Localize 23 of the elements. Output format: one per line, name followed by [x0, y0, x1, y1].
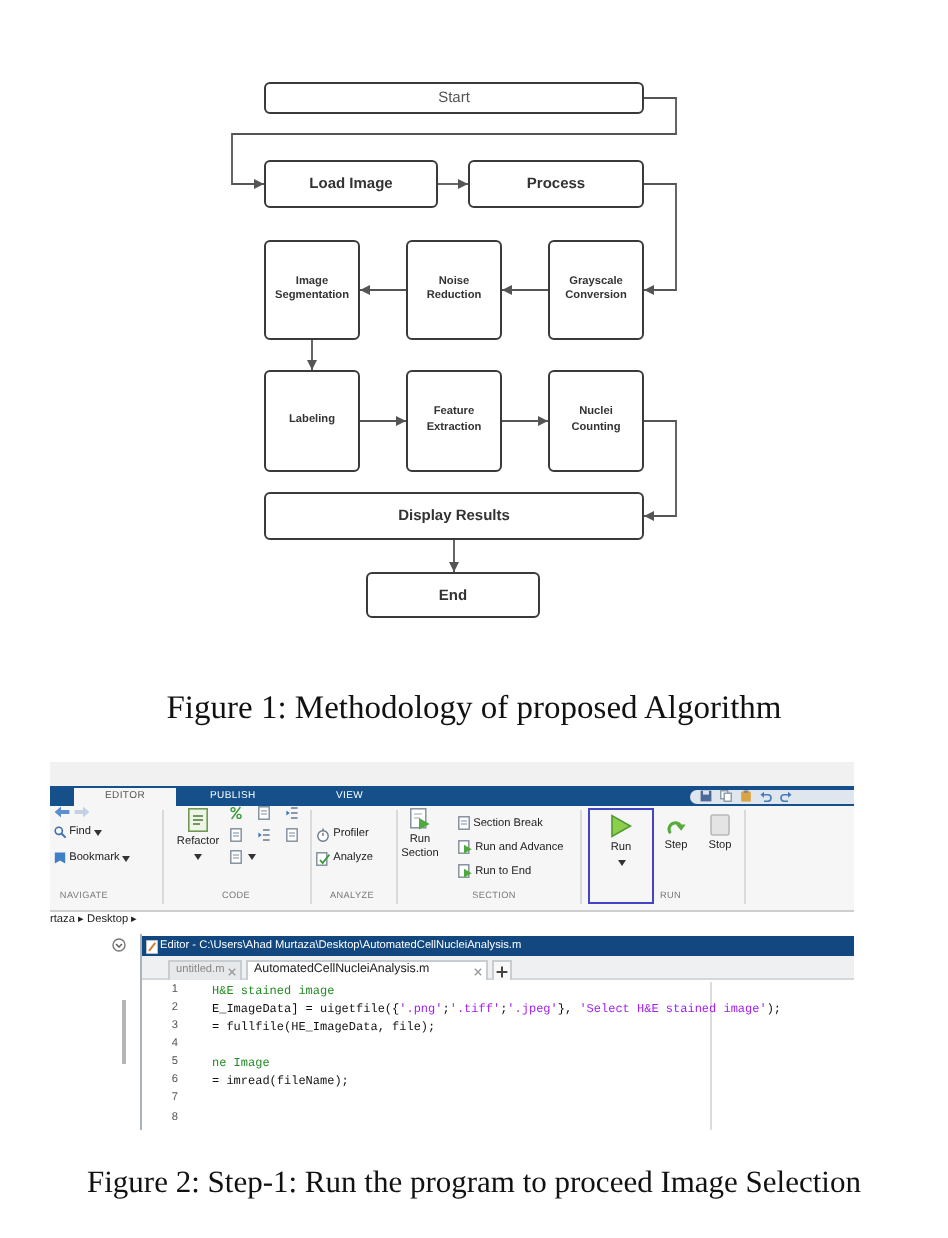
terminal-box: [264, 82, 644, 114]
process-box: [548, 240, 644, 340]
arrow: [501, 285, 549, 295]
process-box: [406, 240, 502, 340]
figure-caption: Figure 2: Step-1: Run the program to proceed Image Selection: [87, 1164, 861, 1204]
figure-caption: Figure 1: Methodology of proposed Algorithm: [166, 688, 782, 728]
arrow: [437, 179, 469, 189]
arrow: [643, 420, 677, 521]
process-box: [468, 160, 644, 208]
arrow: [231, 97, 677, 189]
process-box: [548, 370, 644, 472]
arrow: [449, 539, 459, 573]
arrow: [307, 339, 317, 371]
terminal-box: [366, 572, 540, 618]
arrow: [359, 285, 407, 295]
process-box: [264, 240, 360, 340]
process-box: [264, 492, 644, 540]
process-box: [264, 370, 360, 472]
arrow: [501, 416, 549, 426]
process-box: [406, 370, 502, 472]
process-box: [264, 160, 438, 208]
arrow: [359, 416, 407, 426]
arrow: [643, 183, 677, 295]
